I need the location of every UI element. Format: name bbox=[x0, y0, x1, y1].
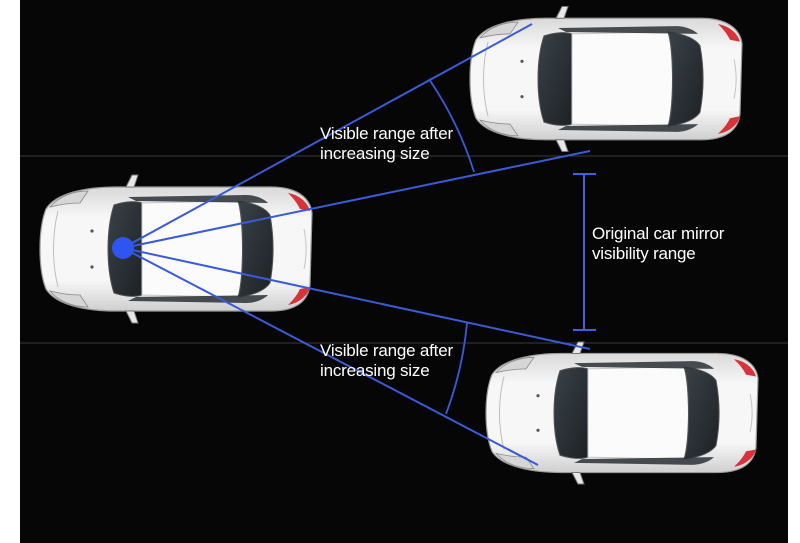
lower-range-label-line1: Visible range after bbox=[320, 341, 453, 360]
ray-lower-inner bbox=[122, 247, 591, 350]
lower-car bbox=[485, 341, 759, 485]
ray-upper-inner bbox=[122, 150, 591, 249]
ray-lower-outer bbox=[122, 247, 539, 466]
lower-range-label-line2: increasing size bbox=[320, 361, 430, 380]
upper-angle-arc bbox=[428, 78, 475, 173]
mirror-range-label: Original car mirror visibility range bbox=[592, 224, 724, 264]
mirror-range-marker bbox=[573, 173, 596, 331]
upper-range-label-line1: Visible range after bbox=[320, 124, 453, 143]
mirror-range-label-line2: visibility range bbox=[592, 244, 696, 263]
mirror-point-icon bbox=[112, 237, 134, 259]
main-car bbox=[39, 174, 313, 324]
ray-upper-outer bbox=[122, 23, 533, 249]
upper-car bbox=[469, 5, 743, 153]
upper-range-label-line2: increasing size bbox=[320, 144, 430, 163]
mirror-range-label-line1: Original car mirror bbox=[592, 224, 725, 243]
lower-range-label: Visible range after increasing size bbox=[320, 341, 453, 381]
lower-angle-arc bbox=[445, 322, 468, 415]
upper-range-label: Visible range after increasing size bbox=[320, 124, 453, 164]
sight-rays bbox=[122, 23, 591, 466]
